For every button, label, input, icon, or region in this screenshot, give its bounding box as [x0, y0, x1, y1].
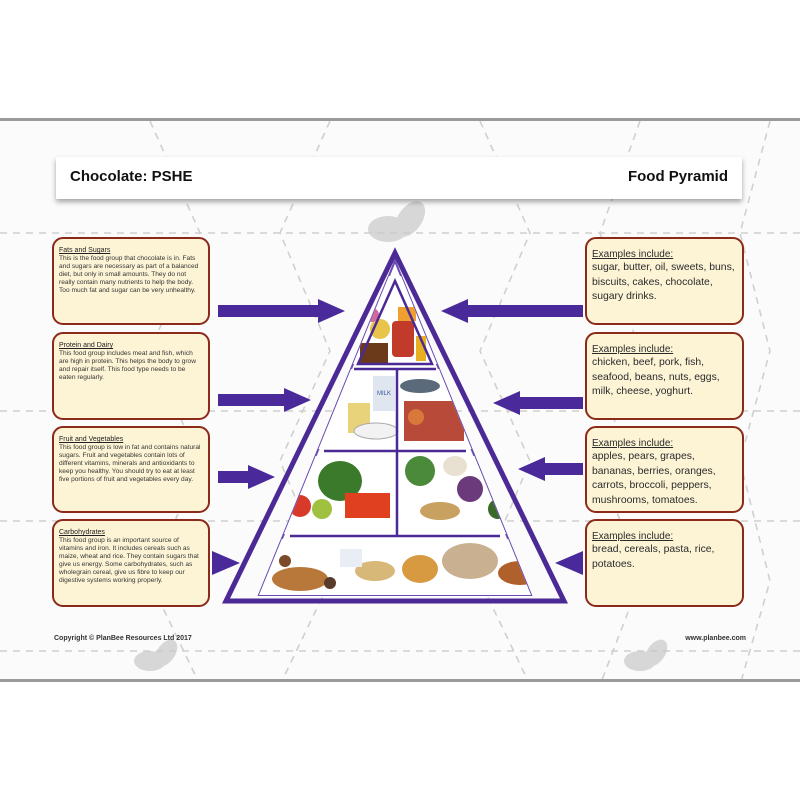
arrow-fats-left: [218, 299, 345, 323]
box-description: This food group is an important source o…: [59, 537, 199, 585]
page-subtitle: Food Pyramid: [627, 168, 728, 185]
left-arrows: [212, 299, 345, 575]
examples-box-fats-sugars: Examples include: sugar, butter, oil, sw…: [585, 237, 744, 325]
examples-list: bread, cereals, pasta, rice, potatoes.: [592, 544, 715, 570]
pyramid-outer-outline: [222, 247, 568, 604]
website-link[interactable]: www.planbee.com: [685, 635, 746, 642]
tier-dividers: [290, 277, 500, 538]
copyright-text: Copyright © PlanBee Resources Ltd 2017: [54, 635, 192, 642]
examples-list: chicken, beef, pork, fish, seafood, bean…: [592, 357, 720, 398]
arrow-protein-right: [493, 391, 583, 415]
page-title: Chocolate: PSHE: [70, 168, 193, 185]
arrow-carbs-left: [212, 551, 240, 575]
box-title: Fruit and Vegetables: [59, 436, 124, 443]
arrow-fruit-left: [218, 465, 275, 489]
arrow-protein-left: [218, 388, 311, 412]
box-title: Fats and Sugars: [59, 247, 111, 254]
examples-title: Examples include:: [592, 249, 674, 260]
description-box-fats-sugars: Fats and Sugars This is the food group t…: [52, 237, 210, 325]
arrow-fruit-right: [518, 457, 583, 481]
arrow-fats-right: [441, 299, 583, 323]
box-description: This food group is low in fat and contai…: [59, 444, 201, 484]
examples-list: sugar, butter, oil, sweets, buns, biscui…: [592, 262, 735, 303]
box-description: This food group includes meat and fish, …: [59, 350, 196, 382]
examples-box-fruit-vegetables: Examples include: apples, pears, grapes,…: [585, 426, 744, 513]
description-box-carbohydrates: Carbohydrates This food group is an impo…: [52, 519, 210, 607]
examples-title: Examples include:: [592, 438, 674, 449]
examples-list: apples, pears, grapes, bananas, berries,…: [592, 451, 716, 506]
worksheet: Chocolate: PSHE Food Pyramid MILK: [0, 118, 800, 682]
description-box-protein-dairy: Protein and Dairy This food group includ…: [52, 332, 210, 420]
description-box-fruit-vegetables: Fruit and Vegetables This food group is …: [52, 426, 210, 513]
examples-title: Examples include:: [592, 531, 674, 542]
food-pyramid-diagram: MILK: [212, 247, 583, 604]
examples-box-carbohydrates: Examples include: bread, cereals, pasta,…: [585, 519, 744, 607]
examples-title: Examples include:: [592, 344, 674, 355]
box-description: This is the food group that chocolate is…: [59, 255, 199, 295]
arrow-carbs-right: [555, 551, 583, 575]
milk-carton-label: MILK: [377, 391, 391, 397]
box-title: Carbohydrates: [59, 529, 105, 536]
header-bar: Chocolate: PSHE Food Pyramid: [56, 157, 742, 199]
examples-box-protein-dairy: Examples include: chicken, beef, pork, f…: [585, 332, 744, 420]
right-arrows: [441, 299, 583, 575]
box-title: Protein and Dairy: [59, 342, 114, 349]
